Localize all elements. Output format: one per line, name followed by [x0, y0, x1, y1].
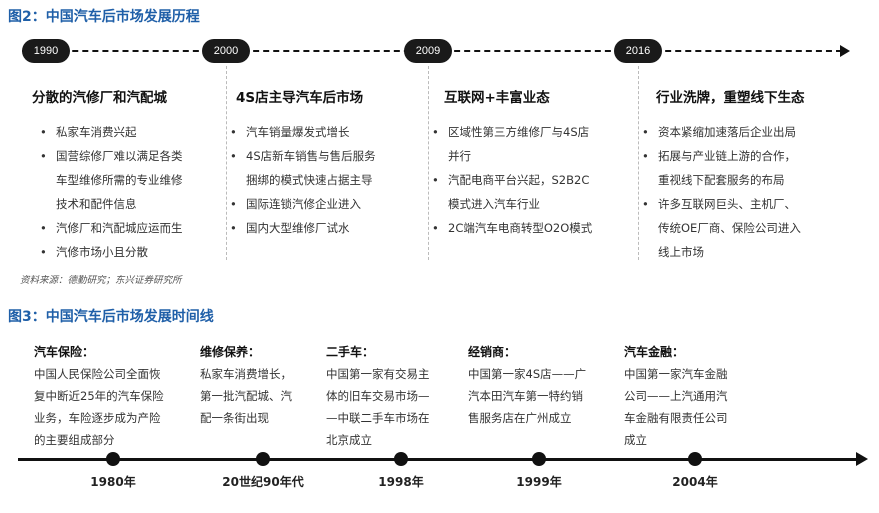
era-list: 汽车销量爆发式增长4S店新车销售与售后服务捆绑的模式快速占据主导国际连锁汽修企业… — [222, 120, 427, 240]
era-heading: 4S店主导汽车后市场 — [236, 90, 364, 106]
era-list-item: 国内大型维修厂试水 — [230, 216, 427, 240]
event-line: 业务，车险逐步成为产险 — [34, 411, 161, 425]
event-line: 中国第一家汽车金融 — [624, 367, 728, 381]
event-insurance: 汽车保险： 中国人民保险公司全面恢复中断近25年的汽车保险业务，车险逐步成为产险… — [34, 341, 194, 451]
era-list-item: 并行 — [448, 149, 471, 163]
event-line: 的主要组成部分 — [34, 433, 115, 447]
era-list-item: 重视线下配套服务的布局 — [658, 173, 785, 187]
event-dealer: 经销商： 中国第一家4S店——广汽本田汽车第一特约销售服务店在广州成立 — [468, 341, 616, 429]
event-line: 私家车消费增长， — [200, 367, 292, 381]
era-list-item: 技术和配件信息 — [56, 197, 137, 211]
timeline-year: 20世纪90年代 — [222, 475, 304, 489]
timeline-dot — [106, 452, 120, 466]
era-list-item: 资本紧缩加速落后企业出局 — [642, 120, 839, 144]
event-heading: 二手车： — [326, 345, 375, 359]
event-line: 成立 — [624, 433, 647, 447]
event-auto-finance: 汽车金融： 中国第一家汽车金融公司——上汽通用汽车金融有限责任公司成立 — [624, 341, 764, 451]
era-list-item: 捆绑的模式快速占据主导 — [246, 173, 373, 187]
event-body: 中国第一家有交易主体的旧车交易市场— —中联二手车市场在北京成立 — [326, 363, 461, 451]
era-list-item: 区域性第三方维修厂与4S店 — [432, 120, 629, 144]
arrow-right-icon — [840, 45, 850, 57]
era-list-item: 传统OE厂商、保险公司进入 — [658, 221, 801, 235]
era-column-2: 4S店主导汽车后市场 汽车销量爆发式增长4S店新车销售与售后服务捆绑的模式快速占… — [222, 86, 427, 240]
era-list-item: 汽修市场小且分散 — [40, 240, 237, 264]
era-column-3: 互联网+丰富业态 区域性第三方维修厂与4S店并行汽配电商平台兴起，S2B2C 模式… — [424, 86, 629, 240]
era-list-item: 许多互联网巨头、主机厂、 — [642, 192, 839, 216]
event-heading: 经销商： — [468, 345, 517, 359]
year-pill-2009: 2009 — [404, 39, 452, 63]
era-list-item: 国营综修厂难以满足各类 — [40, 144, 237, 168]
event-body: 中国第一家4S店——广汽本田汽车第一特约销售服务店在广州成立 — [468, 363, 616, 429]
era-list: 资本紧缩加速落后企业出局拓展与产业链上游的合作， 重视线下配套服务的布局许多互联网… — [634, 120, 839, 264]
era-list-item: 车型维修所需的专业维修 — [56, 173, 183, 187]
era-column-4: 行业洗牌，重塑线下生态 资本紧缩加速落后企业出局拓展与产业链上游的合作， 重视线下… — [634, 86, 839, 264]
timeline-axis-solid — [18, 458, 860, 461]
timeline-year: 1980年 — [90, 475, 136, 489]
event-line: 体的旧车交易市场— — [326, 389, 430, 403]
event-heading: 维修保养： — [200, 345, 261, 359]
era-list-item: 2C端汽车电商转型O2O模式 — [432, 216, 629, 240]
source-note: 资料来源：德勤研究；东兴证券研究所 — [20, 275, 182, 286]
era-list-item: 汽修厂和汽配城应运而生 — [40, 216, 237, 240]
event-body: 中国第一家汽车金融公司——上汽通用汽车金融有限责任公司成立 — [624, 363, 764, 451]
figure2-title: 图2：中国汽车后市场发展历程 — [8, 9, 200, 25]
timeline-year: 2004年 — [672, 475, 718, 489]
timeline-year: 1998年 — [378, 475, 424, 489]
timeline-dot — [256, 452, 270, 466]
event-line: 车金融有限责任公司 — [624, 411, 728, 425]
era-list-item: 国际连锁汽修企业进入 — [230, 192, 427, 216]
timeline-year: 1999年 — [516, 475, 562, 489]
era-list-item: 4S店新车销售与售后服务 — [230, 144, 427, 168]
year-pill-2000: 2000 — [202, 39, 250, 63]
event-line: 北京成立 — [326, 433, 372, 447]
event-used-car: 二手车： 中国第一家有交易主体的旧车交易市场— —中联二手车市场在北京成立 — [326, 341, 461, 451]
era-list-item: 汽车销量爆发式增长 — [230, 120, 427, 144]
era-column-1: 分散的汽修厂和汽配城 私家车消费兴起国营综修厂难以满足各类车型维修所需的专业维修… — [32, 86, 237, 264]
era-heading: 互联网+丰富业态 — [444, 90, 550, 106]
event-maintenance: 维修保养： 私家车消费增长， 第一批汽配城、汽配一条街出现 — [200, 341, 320, 429]
timeline-dot — [394, 452, 408, 466]
era-list-item: 拓展与产业链上游的合作， — [642, 144, 839, 168]
event-line: 汽本田汽车第一特约销 — [468, 389, 583, 403]
event-body: 中国人民保险公司全面恢复中断近25年的汽车保险业务，车险逐步成为产险的主要组成部… — [34, 363, 194, 451]
era-list: 区域性第三方维修厂与4S店并行汽配电商平台兴起，S2B2C 模式进入汽车行业 2C端… — [424, 120, 629, 240]
era-divider — [428, 66, 429, 260]
year-pill-1990: 1990 — [22, 39, 70, 63]
era-list-item: 线上市场 — [658, 245, 704, 259]
event-body: 私家车消费增长， 第一批汽配城、汽配一条街出现 — [200, 363, 320, 429]
event-line: 中国人民保险公司全面恢 — [34, 367, 161, 381]
event-heading: 汽车金融： — [624, 345, 685, 359]
figure3-title: 图3：中国汽车后市场发展时间线 — [8, 309, 214, 325]
event-line: 配一条街出现 — [200, 411, 269, 425]
era-list: 私家车消费兴起国营综修厂难以满足各类车型维修所需的专业维修技术和配件信息汽修厂和… — [32, 120, 237, 264]
timeline-dot — [532, 452, 546, 466]
era-list-item: 模式进入汽车行业 — [448, 197, 540, 211]
event-line: 中国第一家4S店——广 — [468, 367, 587, 381]
era-heading: 分散的汽修厂和汽配城 — [32, 90, 167, 106]
event-line: 售服务店在广州成立 — [468, 411, 572, 425]
era-list-item: 汽配电商平台兴起，S2B2C — [432, 168, 629, 192]
event-line: 公司——上汽通用汽 — [624, 389, 728, 403]
year-pill-2016: 2016 — [614, 39, 662, 63]
arrow-right-icon — [856, 452, 868, 466]
event-heading: 汽车保险： — [34, 345, 95, 359]
event-line: 第一批汽配城、汽 — [200, 389, 292, 403]
event-line: —中联二手车市场在 — [326, 411, 430, 425]
era-list-item: 私家车消费兴起 — [40, 120, 237, 144]
era-divider — [638, 66, 639, 260]
event-line: 中国第一家有交易主 — [326, 367, 430, 381]
era-heading: 行业洗牌，重塑线下生态 — [656, 90, 805, 106]
event-line: 复中断近25年的汽车保险 — [34, 389, 164, 403]
timeline-dot — [688, 452, 702, 466]
